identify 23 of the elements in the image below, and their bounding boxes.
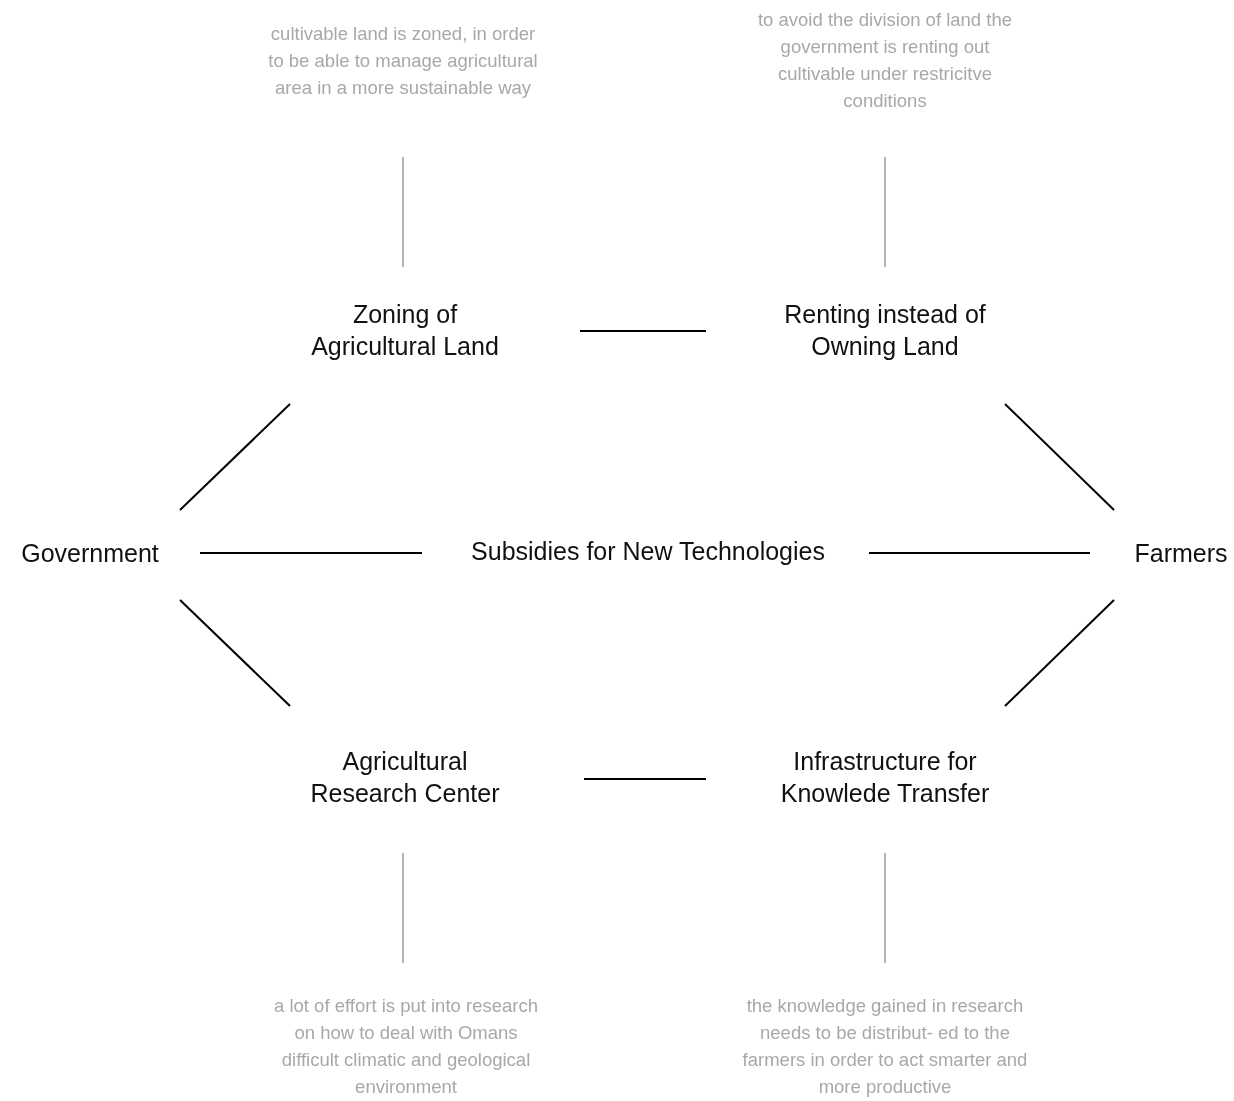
connector-line [179,599,291,707]
connector-line [402,852,404,964]
concept-label: Farmers [1133,538,1229,569]
concept-label: Renting instead of Owning Land [783,299,987,362]
connector-line [402,156,404,268]
connector-line [199,552,423,554]
annotation-text: to avoid the division of land the government is renting out cultivable under restricitve conditions [756,8,1013,113]
concept-label: Subsidies for New Technologies [470,536,826,567]
connector-line [1004,599,1115,707]
annotation-text: the knowledge gained in research needs to be distribut- ed to the farmers in order to act smarter and more productive [741,994,1029,1099]
concept-label: Zoning of Agricultural Land [310,299,500,362]
connector-line [884,156,886,268]
connector-line [179,403,291,511]
connector-line [583,778,707,780]
connector-line [1004,403,1115,511]
concept-label: Government [20,538,160,569]
concept-label: Infrastructure for Knowlede Transfer [779,746,991,809]
concept-label: Agricultural Research Center [309,746,501,809]
connector-line [579,330,707,332]
annotation-text: a lot of effort is put into research on how to deal with Omans difficult climatic and geological environment [273,994,539,1099]
annotation-text: cultivable land is zoned, in order to be able to manage agricultural area in a more sustainable way [268,21,538,100]
connector-line [868,552,1091,554]
connector-line [884,852,886,964]
